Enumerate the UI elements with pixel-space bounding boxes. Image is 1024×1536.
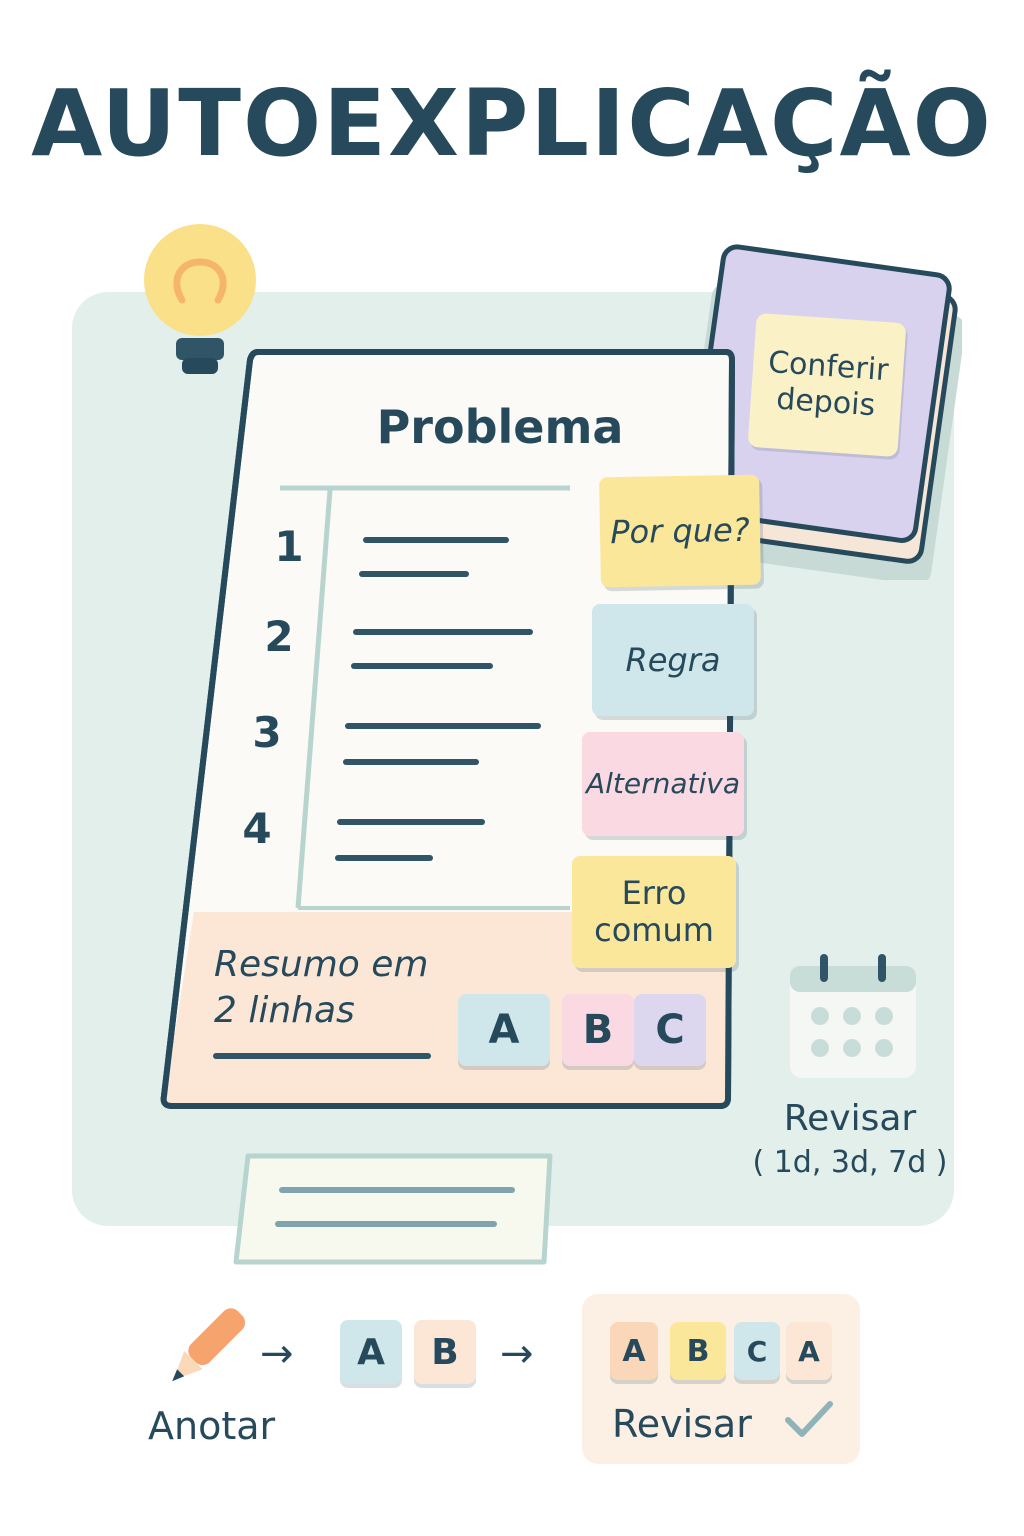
tag-alternative: Alternativa: [582, 732, 744, 836]
summary-tile-a: A: [458, 994, 550, 1066]
sticky-note-check-later: Conferir depois: [747, 312, 907, 458]
summary-label: Resumo em 2 linhas: [214, 944, 429, 1032]
step-number-2: 2: [264, 612, 294, 661]
step-number-1: 1: [274, 522, 304, 571]
step-number-3: 3: [252, 708, 282, 757]
flow-tile-a: A: [340, 1320, 402, 1384]
tag-rule: Regra: [592, 604, 754, 716]
tag-common-error: Erro comum: [572, 856, 736, 968]
review-schedule: Revisar ( 1d, 3d, 7d ): [740, 1096, 960, 1182]
note-card: [233, 1153, 553, 1265]
flow-arrow-1: →: [260, 1331, 294, 1377]
tag-why-label: Por que?: [609, 510, 751, 551]
summary-tile-c: C: [634, 994, 706, 1066]
tag-rule-label: Regra: [625, 640, 721, 679]
document-title: Problema: [376, 400, 624, 454]
tag-why: Por que?: [599, 474, 761, 588]
flow-tile-b: B: [414, 1320, 476, 1384]
sticky-note-text: Conferir depois: [767, 344, 890, 424]
pencil-icon: [172, 1308, 246, 1382]
review-tile-a-2: A: [786, 1322, 832, 1380]
page-title: AUTOEXPLICAÇÃO: [31, 70, 993, 177]
check-icon: [785, 1401, 833, 1437]
flow-arrow-2: →: [500, 1331, 534, 1377]
review-tile-b: B: [670, 1322, 726, 1380]
review-schedule-intervals: ( 1d, 3d, 7d ): [752, 1144, 948, 1180]
calendar-icon: [790, 954, 916, 1078]
flow-step-annotate: Anotar: [148, 1404, 276, 1448]
review-schedule-label: Revisar: [783, 1098, 917, 1139]
flow-step-review: Revisar: [612, 1402, 752, 1446]
tag-alternative-label: Alternativa: [585, 766, 741, 800]
lightbulb-icon: [144, 224, 256, 374]
tag-common-error-label: Erro comum: [594, 874, 714, 949]
review-tile-c: C: [734, 1322, 780, 1380]
summary-tile-b: B: [562, 994, 634, 1066]
step-number-4: 4: [242, 804, 272, 853]
review-tile-a: A: [610, 1322, 658, 1380]
